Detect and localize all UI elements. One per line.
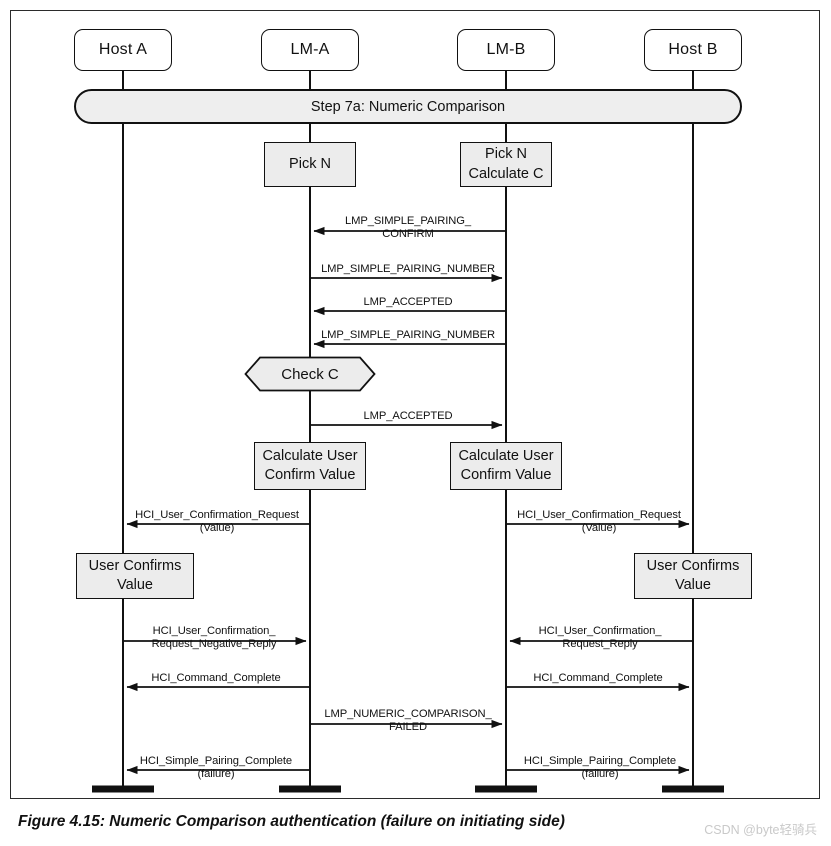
lifeline-head-lm-b[interactable]: LM-B [457, 29, 555, 71]
action-box-line: Confirm Value [264, 467, 356, 483]
message-label-line: HCI_User_Confirmation_Request [517, 509, 681, 521]
message-label-line: HCI_User_Confirmation_ [538, 625, 662, 637]
message-label-m14: HCI_Simple_Pairing_Complete (failure) [503, 755, 697, 781]
message-label-line: HCI_Simple_Pairing_Complete [523, 755, 677, 767]
message-arrows [123, 226, 693, 775]
lifeline-head-lm-a[interactable]: LM-A [261, 29, 359, 71]
message-label-line: HCI_User_Confirmation_ [152, 625, 276, 637]
message-label-m1: LMP_SIMPLE_PAIRING_ CONFIRM [310, 215, 506, 241]
message-label-line: LMP_ACCEPTED [363, 296, 453, 308]
figure-frame: Host A LM-A LM-B Host B Step 7a: Numeric… [10, 10, 820, 799]
message-label-m3: LMP_ACCEPTED [310, 296, 506, 309]
message-label-m9: HCI_User_Confirmation_ Request_Reply [505, 625, 695, 651]
lifeline-head-label: Host A [98, 41, 148, 58]
message-label-line: HCI_User_Confirmation_Request [135, 509, 299, 521]
message-label-line: LMP_NUMERIC_COMPARISON_ [324, 708, 492, 720]
figure-caption: Figure 4.15: Numeric Comparison authenti… [18, 813, 565, 830]
message-label-line: LMP_SIMPLE_PAIRING_NUMBER [321, 263, 495, 275]
message-label-line: FAILED [389, 721, 427, 734]
message-label-line: HCI_Simple_Pairing_Complete [139, 755, 293, 767]
step-banner: Step 7a: Numeric Comparison [74, 89, 742, 124]
action-box-calculate-user-confirm-value-b: Calculate User Confirm Value [450, 442, 562, 490]
lifeline-head-label: Host B [668, 41, 718, 58]
decision-box-label: Check C [281, 365, 339, 383]
message-label-m13: HCI_Simple_Pairing_Complete (failure) [119, 755, 313, 781]
action-box-line: Value [674, 577, 711, 593]
watermark: CSDN @byte轻骑兵 [704, 823, 817, 837]
lifeline-head-label: LM-A [290, 41, 330, 58]
message-label-line: (failure) [197, 768, 235, 781]
step-banner-label: Step 7a: Numeric Comparison [310, 98, 506, 115]
action-box-line: Calculate User [262, 447, 358, 464]
action-box-line: Value [116, 577, 153, 593]
action-box-calculate-user-confirm-value-a: Calculate User Confirm Value [254, 442, 366, 490]
message-label-line: LMP_SIMPLE_PAIRING_NUMBER [321, 329, 495, 341]
message-label-line: Request_Reply [562, 638, 638, 651]
message-label-line: HCI_Command_Complete [151, 672, 281, 684]
decision-box-check-c: Check C [244, 356, 376, 392]
message-label-m10: HCI_Command_Complete [121, 672, 311, 685]
message-label-line: (Value) [199, 522, 235, 535]
message-label-line: LMP_ACCEPTED [363, 410, 453, 422]
message-label-m6: HCI_User_Confirmation_Request (Value) [119, 509, 315, 535]
message-label-m2: LMP_SIMPLE_PAIRING_NUMBER [308, 263, 508, 276]
message-label-m8: HCI_User_Confirmation_ Request_Negative_… [119, 625, 309, 651]
message-label-line: (Value) [581, 522, 617, 535]
action-box-user-confirms-value-a: User Confirms Value [76, 553, 194, 599]
action-box-line: Calculate C [468, 165, 544, 182]
message-label-m12: LMP_NUMERIC_COMPARISON_ FAILED [308, 708, 508, 734]
action-box-line: Confirm Value [460, 467, 552, 483]
action-box-pick-n-calculate-c-b: Pick N Calculate C [460, 142, 552, 187]
action-box-pick-n-a: Pick N [264, 142, 356, 187]
message-label-m5: LMP_ACCEPTED [310, 410, 506, 423]
action-box-line: Calculate User [458, 447, 554, 464]
sequence-diagram-canvas [92, 69, 724, 793]
action-box-line: User Confirms [88, 557, 182, 574]
message-label-line: (failure) [581, 768, 619, 781]
message-label-line: HCI_Command_Complete [533, 672, 663, 684]
message-label-m11: HCI_Command_Complete [503, 672, 693, 685]
message-label-line: Request_Negative_Reply [151, 638, 277, 651]
hexagon-shape [244, 356, 376, 392]
action-box-line: Pick N [485, 146, 527, 163]
lifeline-head-host-b[interactable]: Host B [644, 29, 742, 71]
message-label-m4: LMP_SIMPLE_PAIRING_NUMBER [308, 329, 508, 342]
action-box-user-confirms-value-b: User Confirms Value [634, 553, 752, 599]
lifeline-head-host-a[interactable]: Host A [74, 29, 172, 71]
message-label-line: LMP_SIMPLE_PAIRING_ [345, 215, 471, 227]
message-label-line: CONFIRM [382, 228, 434, 241]
message-label-m7: HCI_User_Confirmation_Request (Value) [501, 509, 697, 535]
lifeline-lines [122, 69, 694, 790]
action-box-line: Pick N [289, 155, 331, 172]
lifeline-head-label: LM-B [486, 41, 526, 58]
action-box-line: User Confirms [646, 557, 740, 574]
